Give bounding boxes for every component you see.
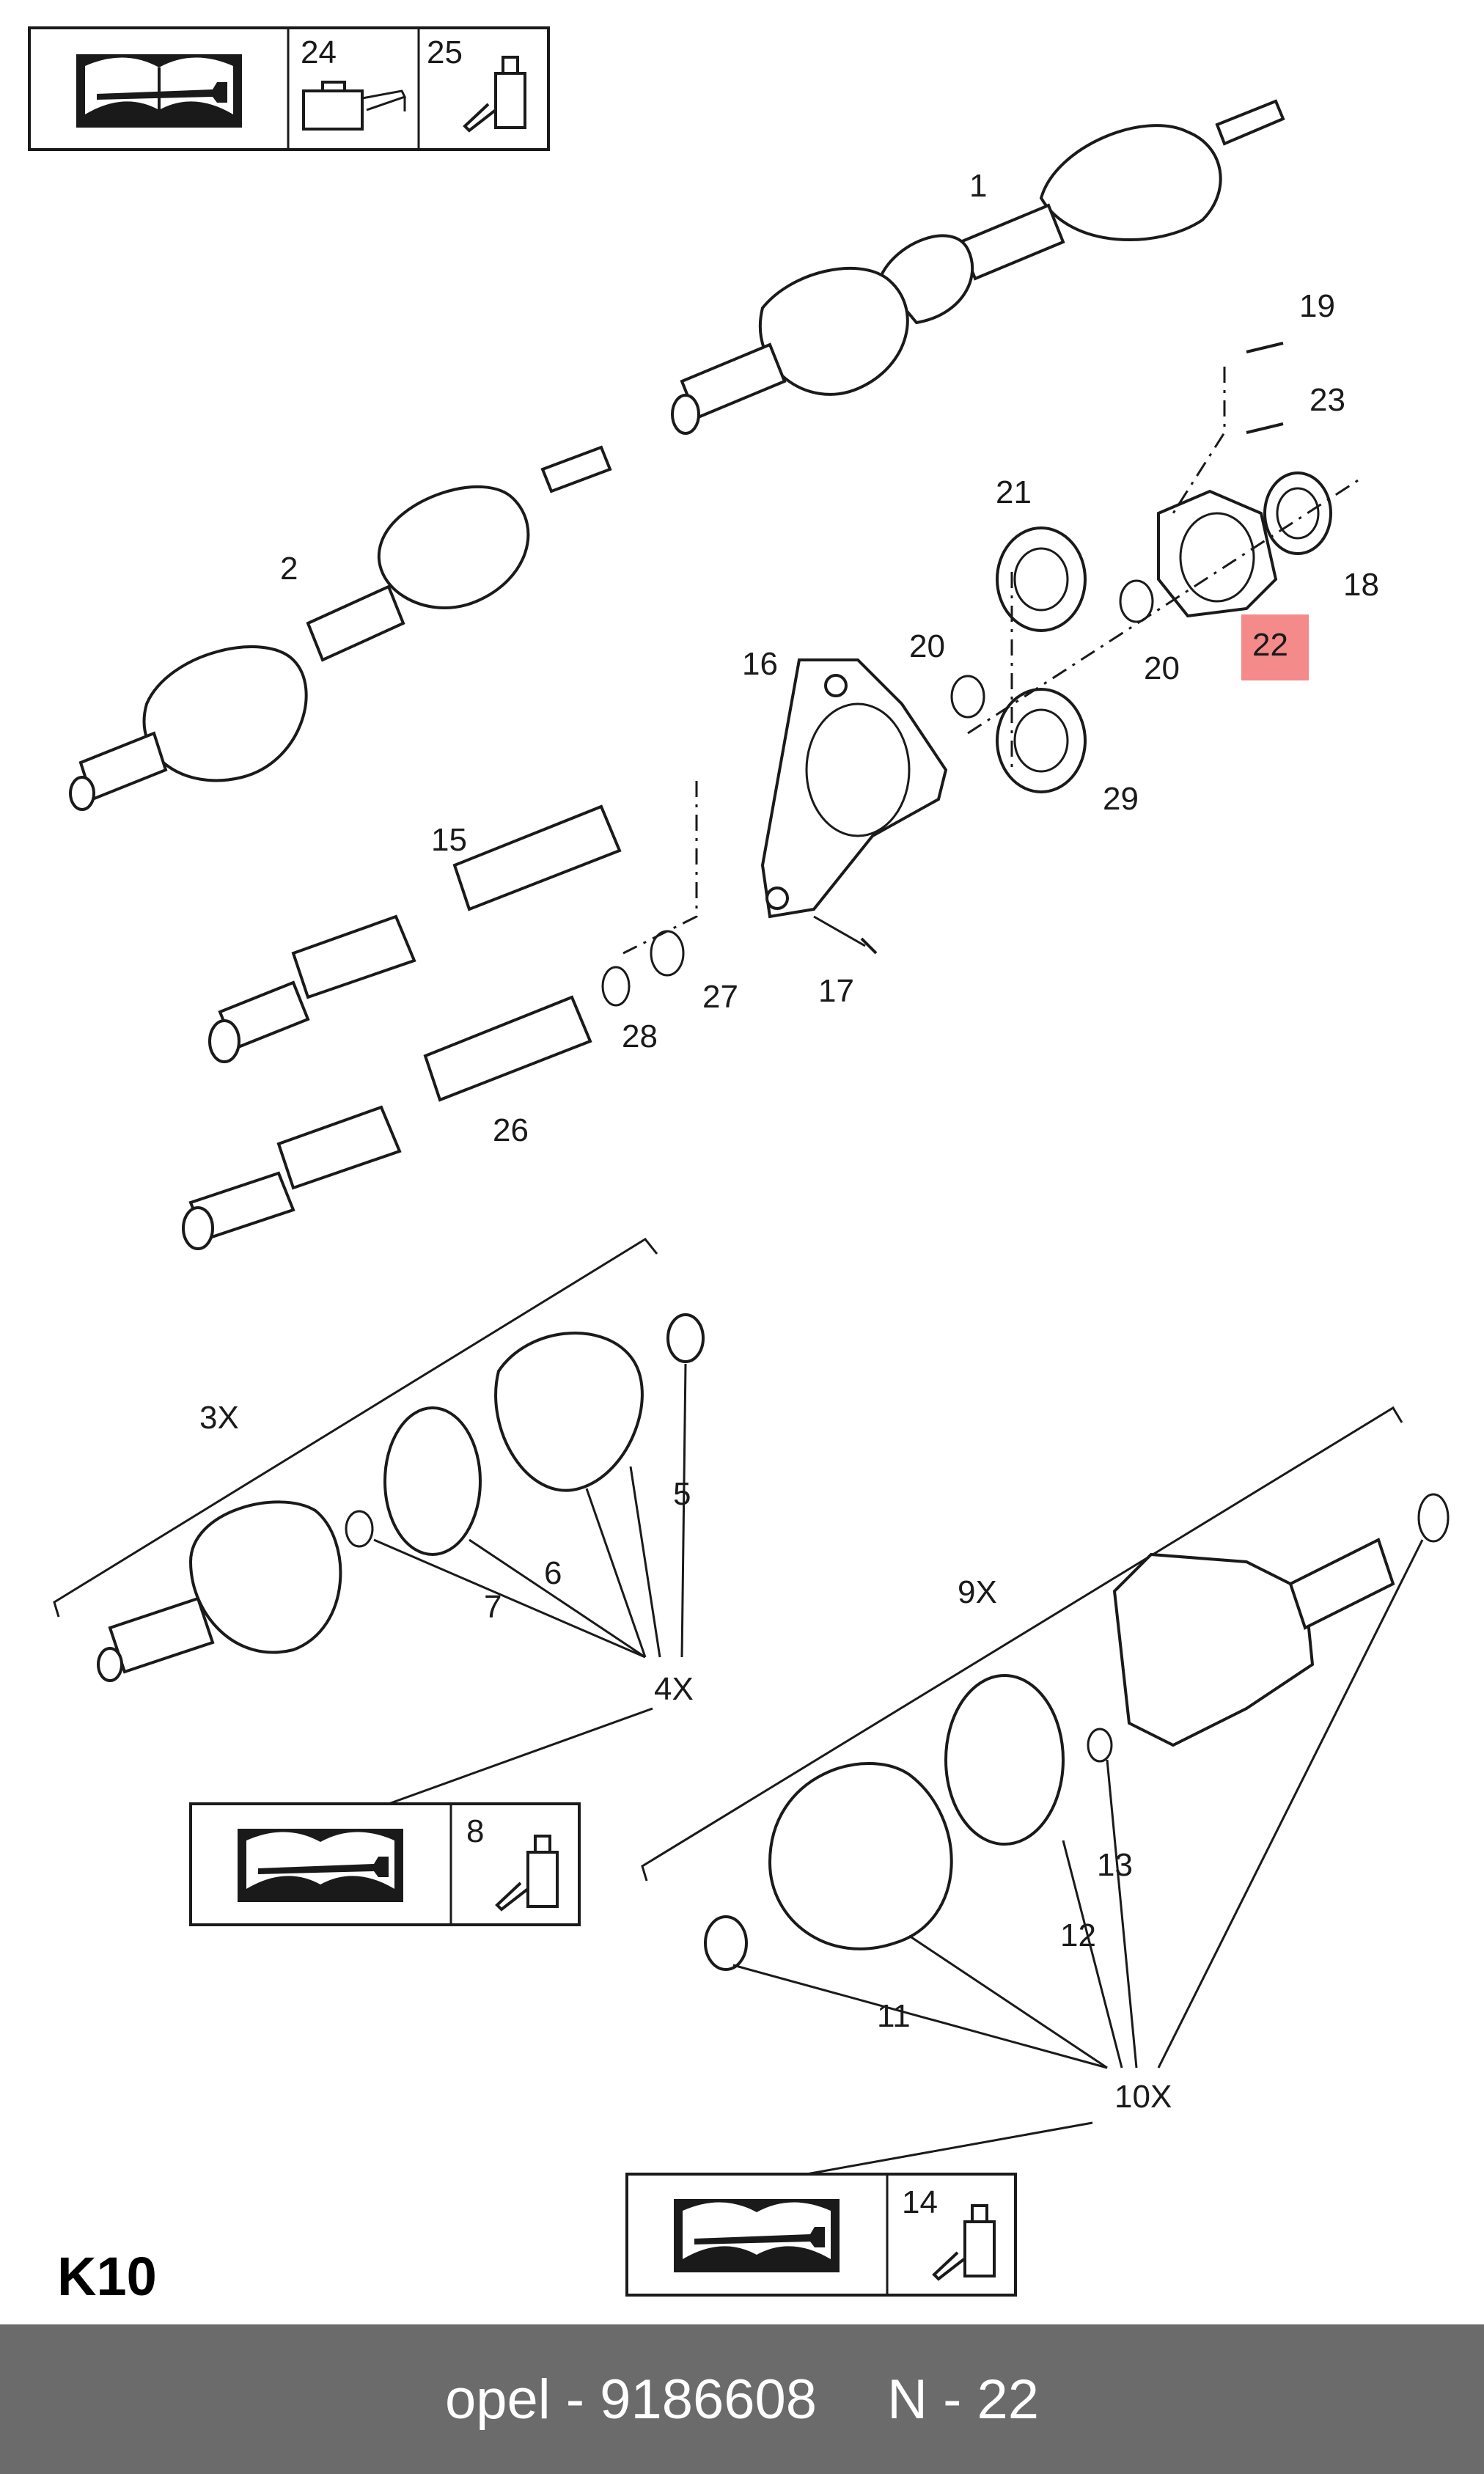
drive-shaft-1: [671, 99, 1285, 435]
drive-shaft-2: [69, 445, 612, 811]
oil-can-icon: [302, 81, 407, 131]
footer-brand-part: opel - 9186608: [444, 2368, 818, 2431]
highlight-22: [1241, 614, 1309, 680]
bearing-bracket-assembly: [760, 342, 1364, 955]
top-info-box: 24 25: [28, 26, 550, 151]
callout-2: 2: [280, 551, 298, 587]
callout-1: 1: [969, 168, 987, 204]
callout-6: 6: [544, 1555, 562, 1591]
footer-ref: N - 22: [887, 2368, 1040, 2431]
callout-5: 5: [673, 1476, 691, 1512]
manual-wrench-icon: [674, 2199, 840, 2272]
callout-25: 25: [427, 34, 463, 70]
callout-20a: 20: [909, 628, 945, 664]
manual-wrench-icon: [76, 54, 242, 128]
callout-24: 24: [301, 34, 337, 70]
callout-21: 21: [996, 474, 1032, 510]
grease-tube-icon: [932, 2204, 996, 2281]
callout-8: 8: [466, 1813, 484, 1849]
intermediate-shaft-15: [208, 804, 622, 1063]
info-box-10x: 14: [625, 2173, 1017, 2297]
callout-28: 28: [622, 1018, 658, 1054]
callout-11: 11: [877, 1998, 911, 2034]
callout-12: 12: [1060, 1917, 1096, 1953]
callout-26: 26: [493, 1112, 529, 1148]
grease-tube-icon: [463, 56, 526, 133]
intermediate-shaft-26: [182, 930, 685, 1250]
callout-14: 14: [902, 2184, 938, 2220]
info-box-4x: 8: [189, 1802, 581, 1926]
callout-29: 29: [1103, 781, 1139, 817]
callout-22: 22: [1252, 627, 1288, 663]
joint-kit-3x: [53, 1238, 705, 1682]
parts-diagram: 24 25: [28, 26, 1450, 2307]
callout-3x: 3X: [199, 1400, 239, 1436]
callout-16: 16: [742, 646, 778, 682]
callout-labels: 1 2 3X 4X 5 6 7 9X 10X 11 12 13 15 16 17…: [199, 168, 1379, 2115]
callout-9x: 9X: [958, 1574, 997, 1610]
callout-15: 15: [431, 822, 467, 858]
callout-4x: 4X: [654, 1671, 694, 1707]
callout-19: 19: [1299, 288, 1335, 324]
footer-bar: opel - 9186608 N - 22: [0, 2324, 1484, 2474]
joint-kit-9x: [641, 1406, 1450, 1971]
manual-wrench-icon: [238, 1829, 403, 1902]
grease-tube-icon: [495, 1835, 559, 1912]
leader-lines: [373, 1363, 1424, 2176]
callout-13: 13: [1097, 1847, 1133, 1883]
callout-17: 17: [818, 973, 854, 1009]
callout-10x: 10X: [1114, 2079, 1172, 2115]
callout-18: 18: [1343, 567, 1379, 603]
callout-27: 27: [702, 979, 738, 1015]
page-code: K10: [57, 2246, 157, 2307]
callout-20b: 20: [1144, 650, 1180, 686]
callout-7: 7: [484, 1589, 502, 1625]
callout-23: 23: [1309, 382, 1345, 418]
